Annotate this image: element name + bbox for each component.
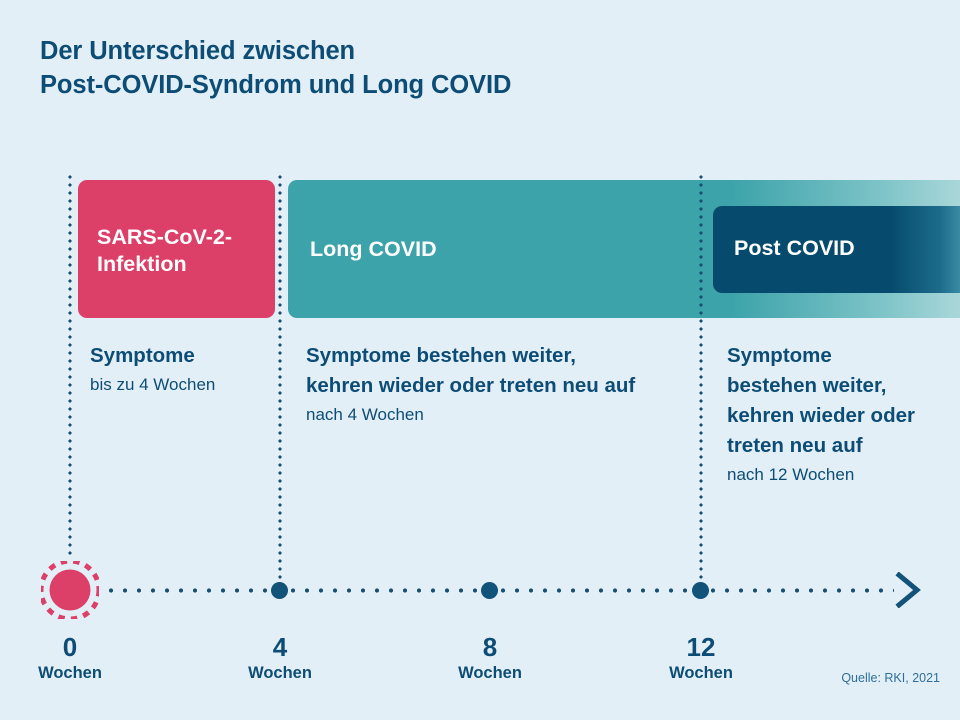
title-line-1: Der Unterschied zwischen <box>40 37 356 65</box>
page-title: Der Unterschied zwischen Post-COVID-Synd… <box>40 34 740 102</box>
virus-icon <box>41 561 99 619</box>
phase-bar-label-post-covid: Post COVID <box>734 236 855 260</box>
axis-unit: Wochen <box>38 664 102 682</box>
description-sub: bis zu 4 Wochen <box>90 375 216 394</box>
axis-value: 12 <box>686 632 716 662</box>
axis-value: 8 <box>482 632 498 662</box>
description-sub: nach 12 Wochen <box>727 465 855 484</box>
timeline-dot-week-4 <box>271 582 288 599</box>
axis-label-week-0: 0 Wochen <box>10 632 130 685</box>
phase-bar-post-covid: Post COVID <box>713 206 960 293</box>
axis-value: 0 <box>62 632 78 662</box>
phase-bar-label-line-2: Infektion <box>97 252 187 276</box>
description-head: Symptome bestehen weiter, kehren wieder … <box>727 344 915 457</box>
axis-label-week-12: 12 Wochen <box>641 632 761 685</box>
axis-value: 4 <box>272 632 288 662</box>
axis-label-week-4: 4 Wochen <box>220 632 340 685</box>
description-sub: nach 4 Wochen <box>306 405 424 424</box>
guide-line-week-4 <box>278 173 282 588</box>
phase-bar-label-long-covid: Long COVID <box>310 237 437 261</box>
axis-unit: Wochen <box>669 664 733 682</box>
guide-line-week-12 <box>699 173 703 588</box>
arrow-right-icon <box>893 571 923 609</box>
axis-label-week-8: 8 Wochen <box>430 632 550 685</box>
phase-description-long-covid: Symptome bestehen weiter, kehren wieder … <box>306 341 636 428</box>
phase-bar-label-line-1: SARS-CoV-2- <box>97 225 232 249</box>
axis-unit: Wochen <box>248 664 312 682</box>
phase-bar-label-sars-cov-2-infektion: SARS-CoV-2- Infektion <box>97 224 272 278</box>
description-head: Symptome bestehen weiter, kehren wieder … <box>306 344 636 397</box>
phase-description-sars-cov-2-infektion: Symptome bis zu 4 Wochen <box>90 341 275 398</box>
phase-description-post-covid: Symptome bestehen weiter, kehren wieder … <box>727 341 927 488</box>
timeline-dot-week-12 <box>692 582 709 599</box>
timeline-dot-week-8 <box>481 582 498 599</box>
axis-unit: Wochen <box>458 664 522 682</box>
phase-bar-sars-cov-2-infektion: SARS-CoV-2- Infektion <box>78 180 275 318</box>
description-head: Symptome <box>90 344 195 367</box>
timeline-axis <box>104 588 894 593</box>
guide-line-week-0 <box>68 173 72 558</box>
title-line-2: Post-COVID-Syndrom und Long COVID <box>40 71 512 99</box>
source-note: Quelle: RKI, 2021 <box>841 671 940 685</box>
